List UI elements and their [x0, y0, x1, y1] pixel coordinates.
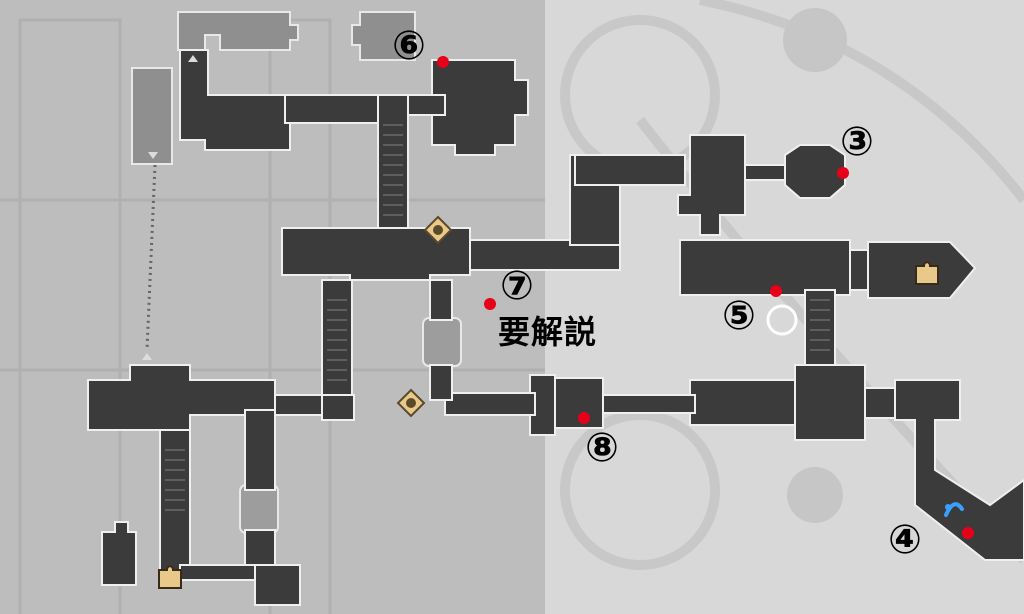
marker-7-label: ⑦ — [500, 263, 534, 309]
marker-3-label: ③ — [840, 119, 874, 165]
waypoint-icon[interactable] — [396, 388, 426, 418]
marker-8-label: ⑧ — [585, 425, 619, 471]
marker-3-dot[interactable] — [837, 167, 849, 179]
marker-5-dot[interactable] — [770, 285, 782, 297]
marker-5-label: ⑤ — [722, 293, 756, 339]
marker-8-dot[interactable] — [578, 412, 590, 424]
puzzle-icon[interactable] — [155, 562, 185, 592]
note-label: 要解説 — [498, 313, 598, 351]
marker-4-dot[interactable] — [962, 527, 974, 539]
marker-7-dot[interactable] — [484, 298, 496, 310]
marker-6-label: ⑥ — [392, 23, 426, 69]
waypoint-icon[interactable] — [423, 215, 453, 245]
puzzle-icon[interactable] — [912, 258, 942, 288]
marker-6-dot[interactable] — [437, 56, 449, 68]
up-arrow-icon — [142, 55, 198, 360]
teleport-icon[interactable] — [940, 495, 968, 523]
down-arrow-icon — [148, 152, 158, 159]
marker-4-label: ④ — [888, 517, 922, 563]
